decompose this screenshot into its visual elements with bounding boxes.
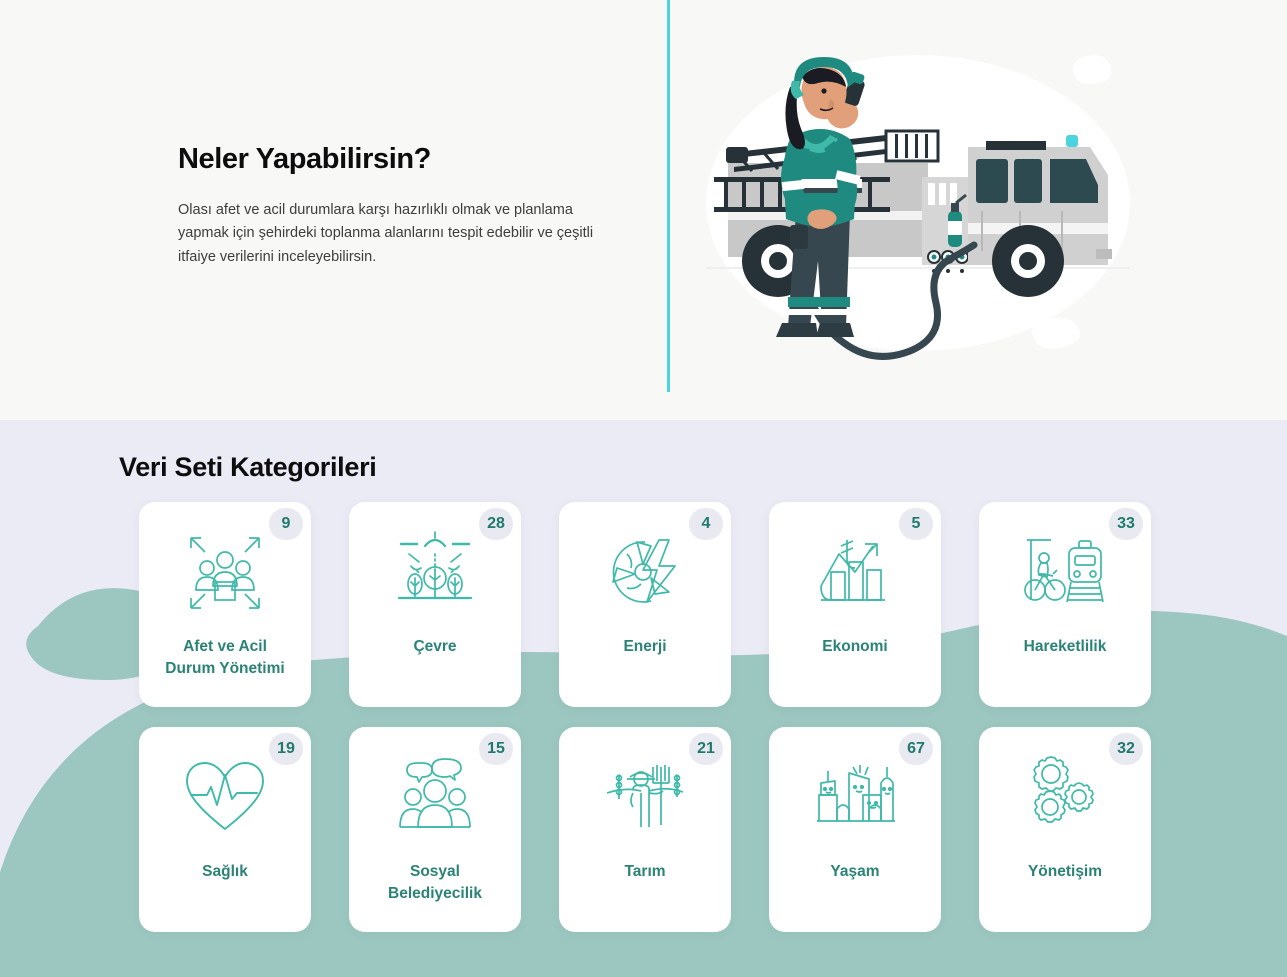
category-card-grid: 9 Afet ve xyxy=(139,502,1151,932)
category-label: Çevre xyxy=(413,638,457,655)
people-speech-bubbles-icon xyxy=(387,749,483,845)
hero-text-block: Neler Yapabilirsin? Olası afet ve acil d… xyxy=(178,142,618,269)
farmer-wheat-pitchfork-icon xyxy=(597,749,693,845)
dataset-count-badge: 21 xyxy=(689,733,723,765)
turbine-lightning-icon xyxy=(597,524,693,620)
bar-chart-growth-lira-icon xyxy=(807,524,903,620)
category-card-yonetisim[interactable]: 32 xyxy=(979,727,1151,932)
category-label: Yaşam xyxy=(830,863,880,880)
dataset-count-badge: 28 xyxy=(479,508,513,540)
hero-description: Olası afet ve acil durumlara karşı hazır… xyxy=(178,201,594,265)
people-with-arrows-icon xyxy=(177,524,273,620)
category-label: Hareketlilik xyxy=(1023,638,1107,655)
category-card-hareketlilik[interactable]: 33 xyxy=(979,502,1151,707)
sun-and-trees-icon xyxy=(387,524,483,620)
dataset-count-badge: 15 xyxy=(479,733,513,765)
category-label: Ekonomi xyxy=(822,638,888,655)
dataset-count-badge: 33 xyxy=(1109,508,1143,540)
category-label: Sosyal Belediyecilik xyxy=(388,863,482,903)
firefighter-with-fire-truck-illustration xyxy=(690,35,1140,365)
category-card-cevre[interactable]: 28 xyxy=(349,502,521,707)
category-label: Yönetişim xyxy=(1027,863,1103,880)
category-card-afet-ve-acil-durum-yonetimi[interactable]: 9 Afet ve xyxy=(139,502,311,707)
category-card-saglik[interactable]: 19 Sağlık xyxy=(139,727,311,932)
category-card-ekonomi[interactable]: 5 Ekonomi xyxy=(769,502,941,707)
dataset-count-badge: 5 xyxy=(899,508,933,540)
dataset-categories-section: Veri Seti Kategorileri 9 xyxy=(0,420,1287,977)
category-label: Enerji xyxy=(623,638,667,655)
dataset-count-badge: 32 xyxy=(1109,733,1143,765)
heart-pulse-icon xyxy=(177,749,273,845)
category-card-enerji[interactable]: 4 Enerji xyxy=(559,502,731,707)
dataset-count-badge: 19 xyxy=(269,733,303,765)
dataset-count-badge: 67 xyxy=(899,733,933,765)
gears-icon xyxy=(1017,749,1113,845)
category-card-tarim[interactable]: 21 Tarım xyxy=(559,727,731,932)
section-title: Veri Seti Kategorileri xyxy=(119,452,377,482)
hero-section: Neler Yapabilirsin? Olası afet ve acil d… xyxy=(0,0,1287,420)
page-title: Neler Yapabilirsin? xyxy=(178,143,431,175)
category-card-yasam[interactable]: 67 xyxy=(769,727,941,932)
city-buildings-icon xyxy=(807,749,903,845)
category-label: Sağlık xyxy=(202,863,248,880)
vertical-divider xyxy=(667,0,670,392)
category-card-sosyal-belediyecilik[interactable]: 15 Sosyal Belediyecilik xyxy=(349,727,521,932)
dataset-count-badge: 4 xyxy=(689,508,723,540)
bicycle-and-train-icon xyxy=(1017,524,1113,620)
category-label: Tarım xyxy=(624,863,666,880)
dataset-count-badge: 9 xyxy=(269,508,303,540)
category-label: Afet ve Acil Durum Yönetimi xyxy=(165,638,285,678)
